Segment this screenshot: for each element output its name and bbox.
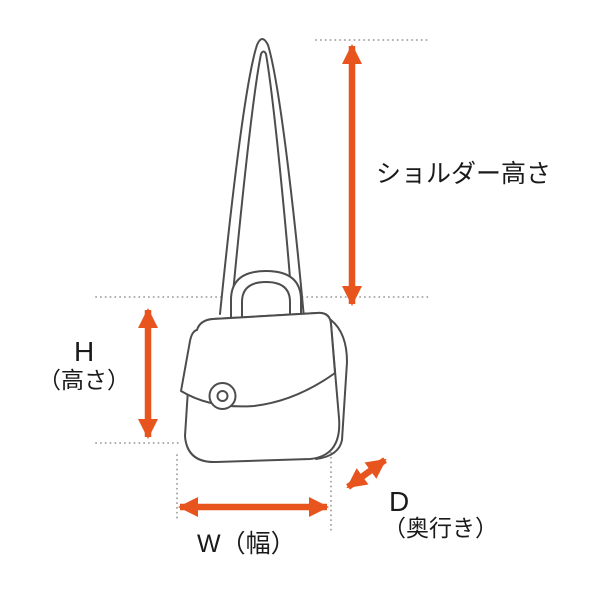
width-label: W（幅） [197, 530, 296, 558]
bag-clasp-center [216, 390, 229, 402]
bag-shoulder-strap [219, 38, 305, 319]
bag-side-gusset [315, 319, 348, 460]
depth-caption: （奥行き） [383, 515, 498, 541]
bag-handle [230, 270, 302, 327]
bag-illustration [180, 38, 348, 464]
height-label: H [74, 336, 95, 367]
depth-label: D [389, 486, 410, 517]
depth-arrow [346, 457, 387, 490]
height-caption: （高さ） [38, 367, 130, 393]
shoulder-height-label: ショルダー高さ [376, 160, 552, 188]
bag-shoulder-strap-inner-line [230, 50, 294, 319]
bag-handle-inner-line [241, 281, 291, 327]
dimension-arrows [138, 44, 387, 517]
guide-lines [95, 39, 429, 534]
